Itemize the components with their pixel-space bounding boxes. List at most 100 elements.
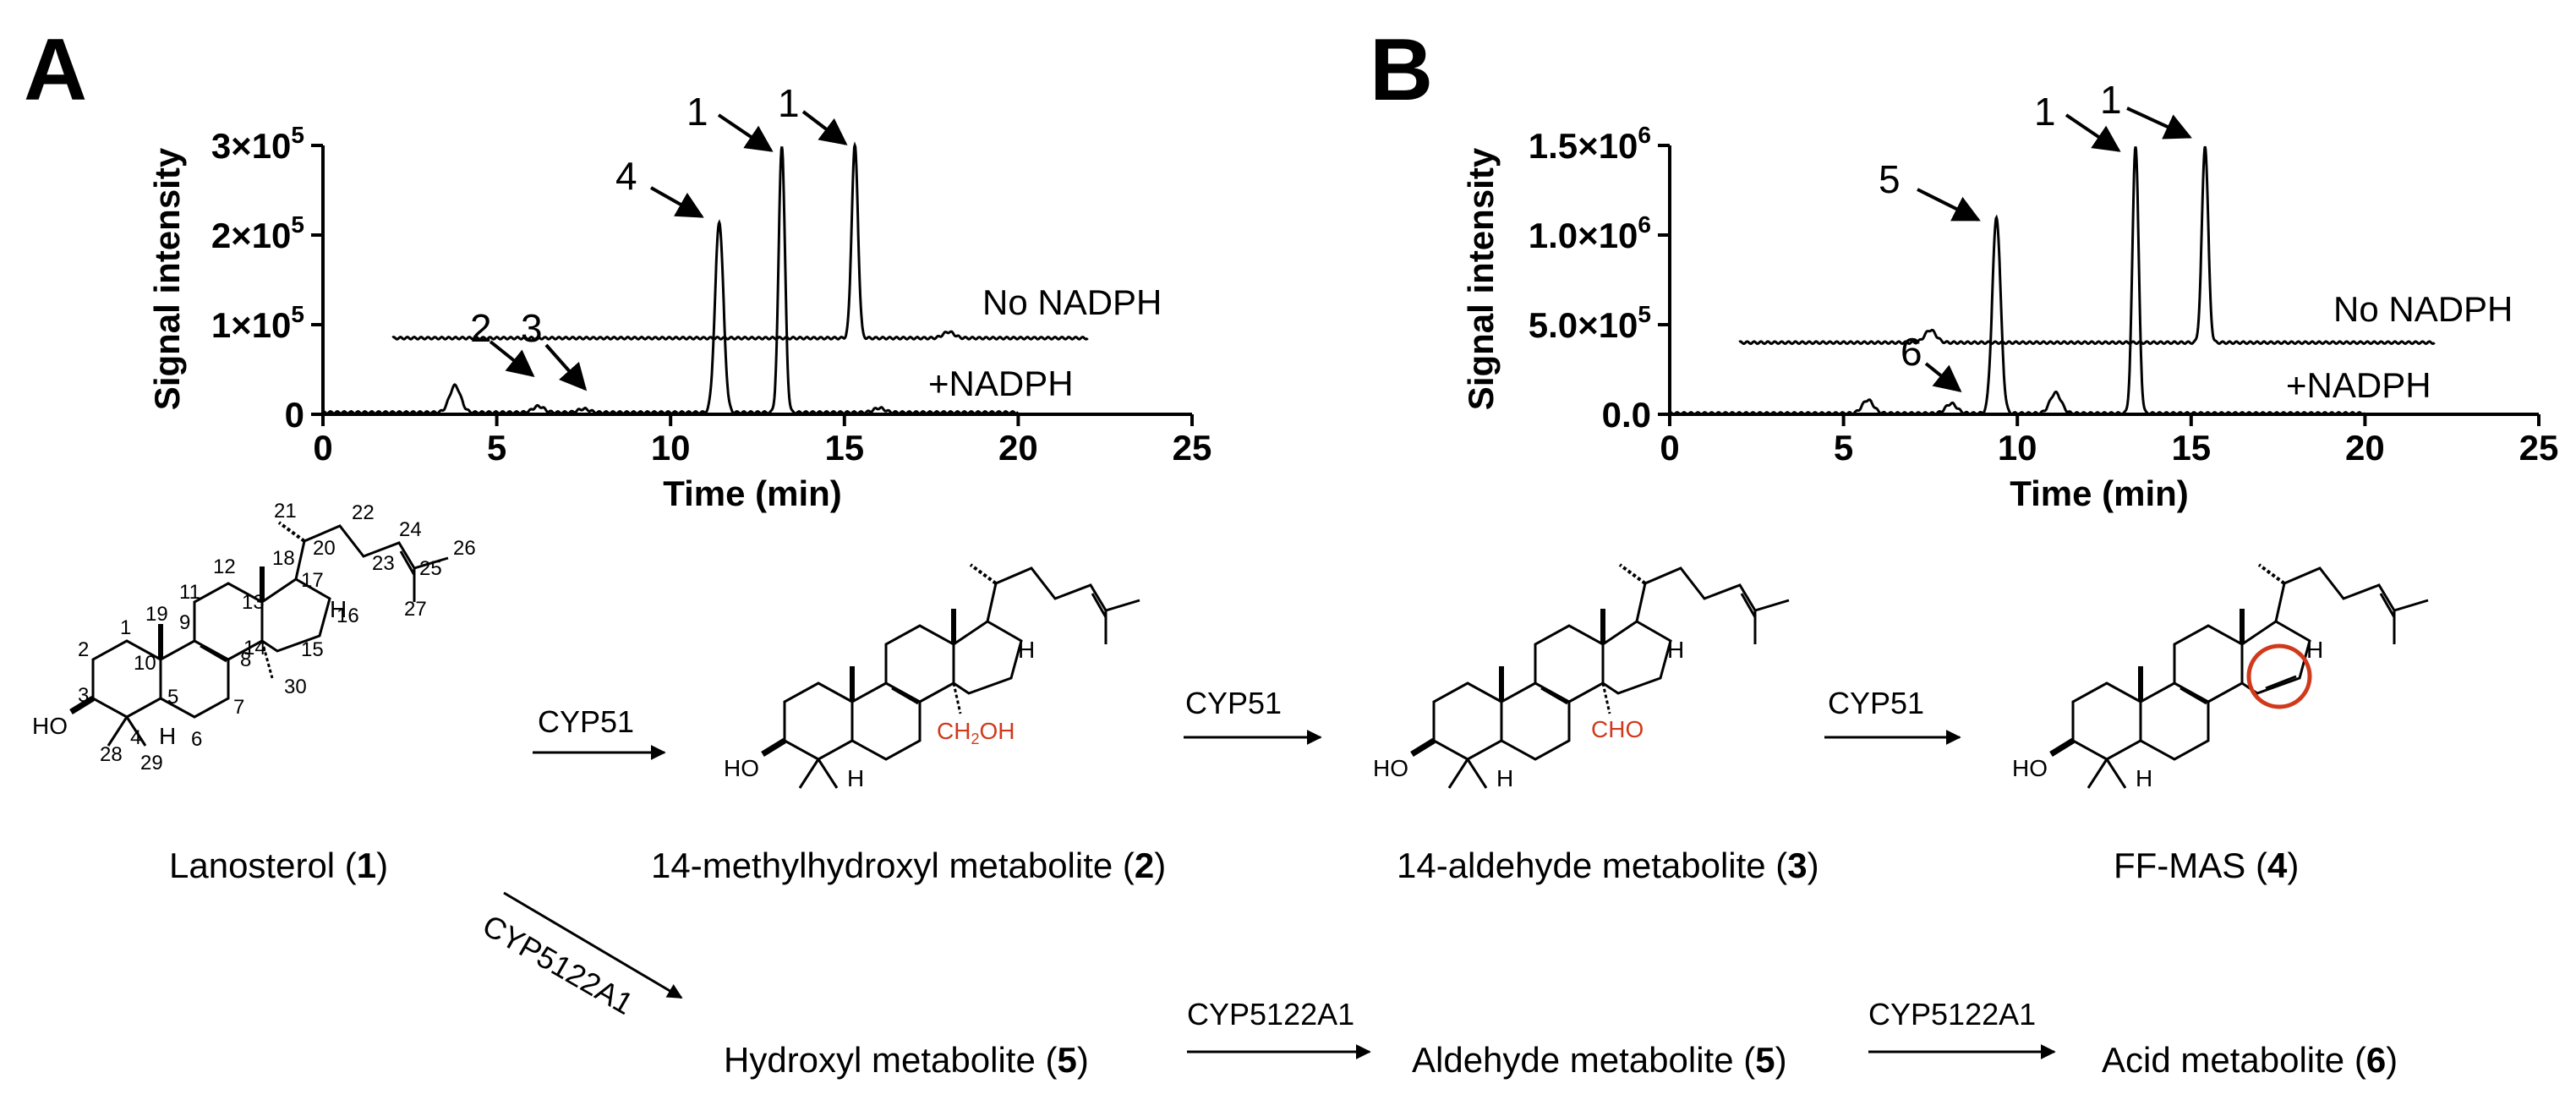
trace-nadph [322, 146, 1020, 415]
trace-no-nadph [1738, 145, 2436, 346]
svg-text:9: 9 [179, 611, 190, 634]
enzyme-label: CYP5122A1 [1187, 997, 1354, 1032]
svg-text:19: 19 [145, 603, 168, 626]
substituent-ch2oh: CH2OH [937, 718, 1015, 747]
svg-text:12: 12 [213, 555, 236, 578]
peak-label-1b-b: 1 [2100, 78, 2122, 122]
reaction-arrow-diagonal [503, 891, 683, 999]
hydroxyl-label: HO [32, 713, 68, 739]
y-tick-label: 0.0 [1602, 395, 1651, 435]
x-tick-label: 5 [487, 428, 506, 468]
compound-name-5b: Aldehyde metabolite (5) [1412, 1040, 1787, 1080]
y-tick-label: 2×105 [211, 211, 304, 255]
peak-arrow [544, 343, 588, 391]
x-tick-label: 10 [1998, 428, 2037, 468]
h5-label: H [159, 723, 176, 749]
x-tick-label: 15 [824, 428, 864, 468]
compound-name-lanosterol: Lanosterol (1) [169, 846, 388, 885]
svg-text:15: 15 [301, 638, 324, 661]
traces-b [1669, 145, 2436, 416]
y-axis-title-b: Signal intensity [1461, 147, 1501, 410]
svg-text:6: 6 [191, 728, 202, 751]
svg-text:22: 22 [352, 501, 375, 524]
y-axis-title-a: Signal intensity [147, 147, 187, 410]
svg-text:14: 14 [243, 637, 266, 659]
peak-label-2: 2 [470, 306, 492, 350]
structure-14-aldehyde: HO H H CHO [1373, 565, 1789, 791]
structure-ff-mas: HO H H [2012, 565, 2428, 791]
svg-text:23: 23 [372, 552, 395, 575]
structure-lanosterol: HO H H 1 2 3 4 5 6 7 8 9 10 11 12 13 14 … [32, 500, 476, 774]
peak-arrow [801, 110, 848, 145]
y-tick-label: 0 [285, 395, 304, 435]
svg-text:29: 29 [140, 752, 163, 774]
highlight-circle [2246, 643, 2312, 709]
svg-text:11: 11 [179, 581, 200, 604]
substituent-cho: CHO [1591, 716, 1643, 742]
peak-arrow [2065, 113, 2121, 152]
x-tick-label: 10 [651, 428, 691, 468]
compound-name-6: Acid metabolite (6) [2102, 1040, 2398, 1080]
series-label-nadph-a: +NADPH [928, 364, 1074, 403]
hydroxyl-bond [69, 696, 95, 714]
svg-text:HO: HO [2012, 755, 2048, 781]
y-tick-label: 1.0×106 [1529, 211, 1651, 255]
svg-text:25: 25 [419, 557, 442, 580]
svg-text:18: 18 [272, 547, 295, 570]
x-axis-title-a: Time (min) [663, 473, 842, 513]
enzyme-label: CYP51 [1185, 686, 1282, 720]
svg-text:H: H [1667, 637, 1684, 663]
peak-label-6: 6 [1901, 330, 1922, 374]
panel-letter-b: B [1370, 21, 1433, 119]
c30-methyl [260, 640, 274, 679]
enzyme-label: CYP51 [1828, 686, 1924, 720]
svg-text:21: 21 [274, 500, 297, 523]
trace-no-nadph [391, 141, 1089, 341]
enzyme-label: CYP51 [538, 704, 634, 739]
peak-label-1a: 1 [686, 90, 708, 134]
peak-arrow [650, 186, 704, 218]
compound-name-4: FF-MAS (4) [2114, 846, 2299, 885]
x-tick-label: 0 [1660, 428, 1679, 468]
svg-text:13: 13 [242, 591, 265, 614]
peak-label-5: 5 [1879, 157, 1901, 201]
svg-text:24: 24 [399, 518, 422, 541]
svg-text:26: 26 [453, 537, 476, 560]
svg-text:8: 8 [240, 649, 251, 671]
x-axis-title-b: Time (min) [2010, 473, 2189, 513]
x-tick-label: 25 [1173, 428, 1212, 468]
x-tick-label: 20 [998, 428, 1038, 468]
y-tick-label: 5.0×105 [1529, 301, 1651, 345]
peak-arrow [489, 340, 535, 377]
svg-text:5: 5 [167, 686, 178, 709]
traces-a [322, 141, 1089, 415]
svg-text:10: 10 [134, 652, 156, 675]
svg-text:7: 7 [233, 696, 244, 719]
svg-text:16: 16 [336, 605, 359, 627]
axes-b [1668, 145, 2539, 416]
peak-arrow [1917, 188, 1981, 222]
structure-14-methylhydroxyl: HO H H CH2OH [724, 565, 1140, 791]
svg-text:3: 3 [78, 684, 89, 707]
svg-text:1: 1 [120, 616, 131, 639]
peak-arrow [717, 113, 774, 152]
x-tick-label: 5 [1834, 428, 1853, 468]
x-tick-label: 0 [313, 428, 332, 468]
peak-arrow [1924, 362, 1962, 392]
svg-text:HO: HO [724, 755, 759, 781]
compound-name-3: 14-aldehyde metabolite (3) [1397, 846, 1819, 885]
compound-name-5a: Hydroxyl metabolite (5) [724, 1040, 1089, 1080]
trace-nadph [1669, 146, 2366, 416]
peak-label-1a-b: 1 [2034, 90, 2056, 134]
peak-label-1b: 1 [778, 81, 800, 125]
svg-text:H: H [2306, 637, 2323, 663]
svg-text:17: 17 [301, 569, 324, 592]
y-tick-label: 3×105 [211, 122, 304, 166]
x-tick-label: 20 [2345, 428, 2385, 468]
svg-text:HO: HO [1373, 755, 1408, 781]
y-tick-label: 1.5×106 [1529, 122, 1651, 166]
svg-text:27: 27 [404, 598, 427, 621]
